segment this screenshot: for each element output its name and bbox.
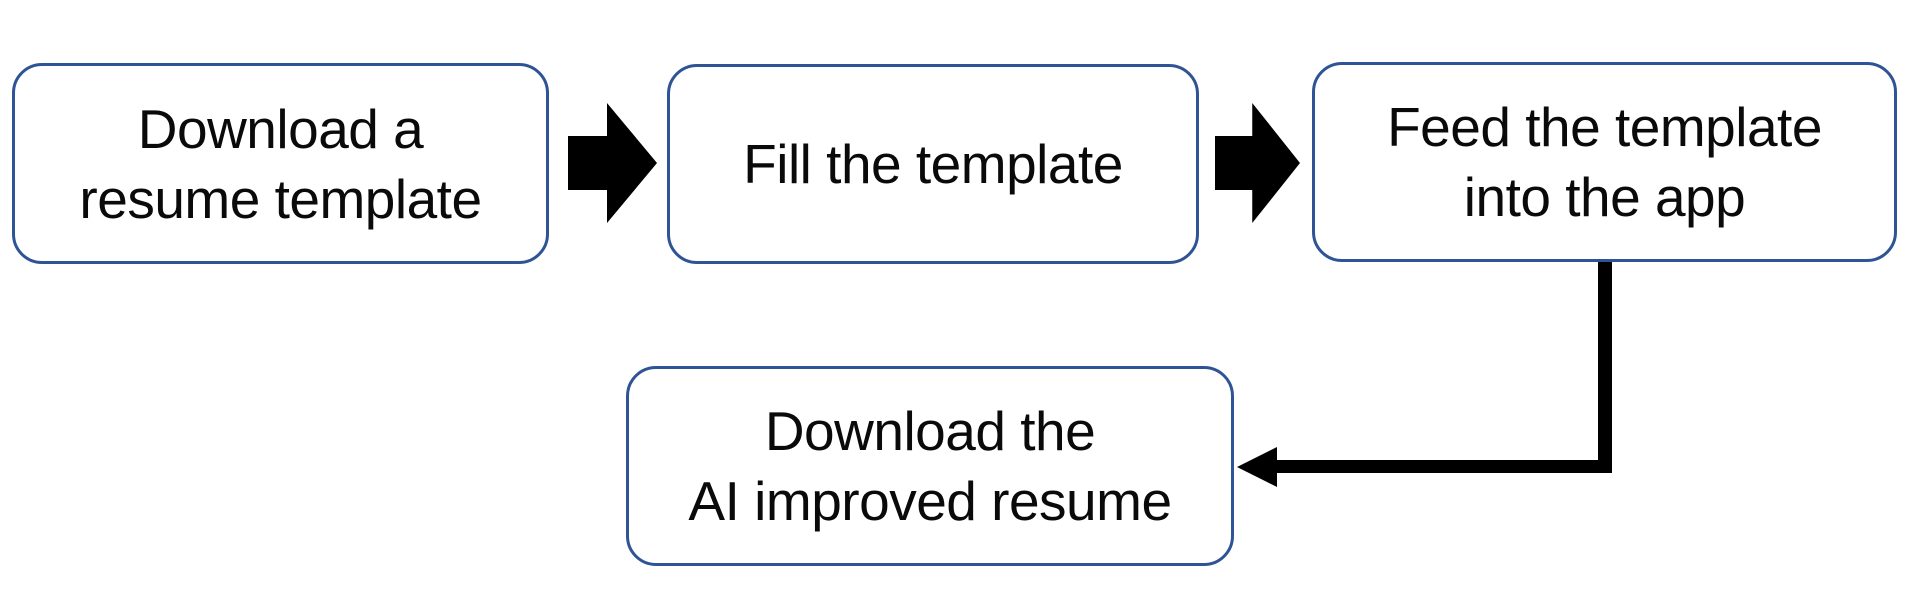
step-label-line: resume template [79,167,482,230]
block-arrow-right-icon [568,103,657,223]
step-label-line: Feed the template [1387,96,1822,158]
step-fill-template-box: Fill the template [667,64,1199,264]
step-download-template-box: Download a resume template [12,63,549,264]
elbow-vertical-segment [1598,262,1612,473]
step-label-line: into the app [1463,166,1746,228]
step-label-line: Download the [764,400,1096,462]
elbow-horizontal-segment [1272,460,1612,473]
block-arrow-right-icon [1215,103,1300,223]
step-label-line: Fill the template [743,133,1123,195]
step-label-line: Download a [137,97,424,160]
arrow-head-left-icon [1237,447,1277,487]
step-download-improved-resume-box: Download the AI improved resume [626,366,1234,566]
step-feed-template-box: Feed the template into the app [1312,62,1897,262]
step-label-line: AI improved resume [688,470,1172,532]
